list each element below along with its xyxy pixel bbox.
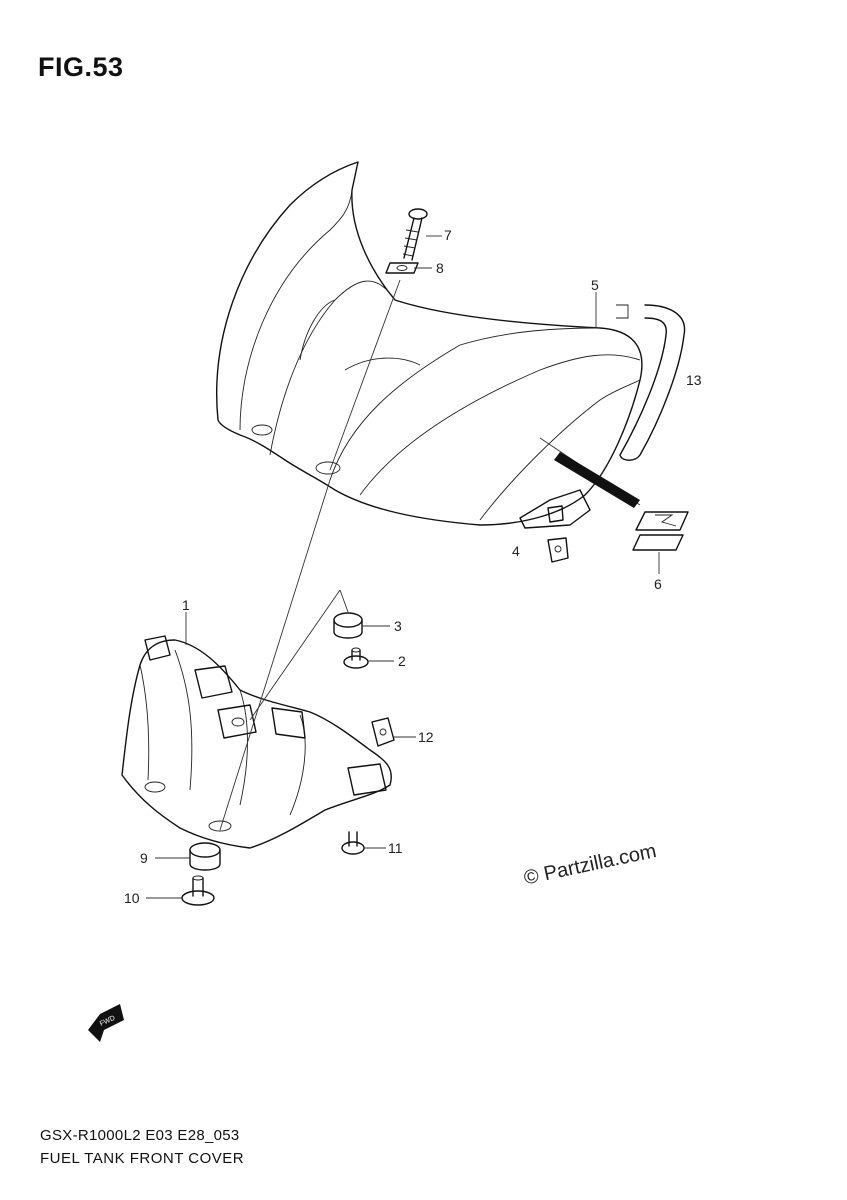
- part-7-screw[interactable]: [402, 208, 428, 261]
- part-11-collar[interactable]: [341, 831, 365, 855]
- part-6-emblem[interactable]: [632, 511, 689, 551]
- part-10-bolt[interactable]: [181, 875, 215, 906]
- part-12-clip-nut[interactable]: [371, 717, 395, 747]
- callout-13: 13: [686, 372, 702, 388]
- callout-12: 12: [418, 729, 434, 745]
- footer-part-name: FUEL TANK FRONT COVER: [40, 1150, 245, 1167]
- callout-leaders: [146, 235, 660, 899]
- callout-7: 7: [444, 227, 452, 243]
- callout-4: 4: [512, 543, 520, 559]
- part-8-washer[interactable]: [385, 262, 419, 274]
- figure-title: FIG.53: [38, 52, 124, 82]
- part-2-collar[interactable]: [343, 647, 369, 669]
- assembly-guide-lines: [219, 279, 401, 831]
- fwd-direction-arrow: FWD: [88, 1004, 124, 1042]
- callout-2: 2: [398, 653, 406, 669]
- callout-8: 8: [436, 260, 444, 276]
- part-3-grommet[interactable]: [333, 612, 363, 639]
- part-13-trim-strip[interactable]: [616, 304, 686, 461]
- callout-6: 6: [654, 576, 662, 592]
- callout-10: 10: [124, 890, 140, 906]
- footer-model-code: GSX-R1000L2 E03 E28_053: [40, 1127, 240, 1144]
- callout-9: 9: [140, 850, 148, 866]
- part-1-lower-cover[interactable]: [121, 635, 392, 849]
- callout-1: 1: [182, 597, 190, 613]
- callout-3: 3: [394, 618, 402, 634]
- callout-5: 5: [591, 277, 599, 293]
- part-4-clip-nut[interactable]: [547, 505, 569, 563]
- part-5-front-cover[interactable]: [216, 161, 643, 529]
- part-9-grommet[interactable]: [189, 842, 221, 871]
- callout-11: 11: [388, 840, 403, 856]
